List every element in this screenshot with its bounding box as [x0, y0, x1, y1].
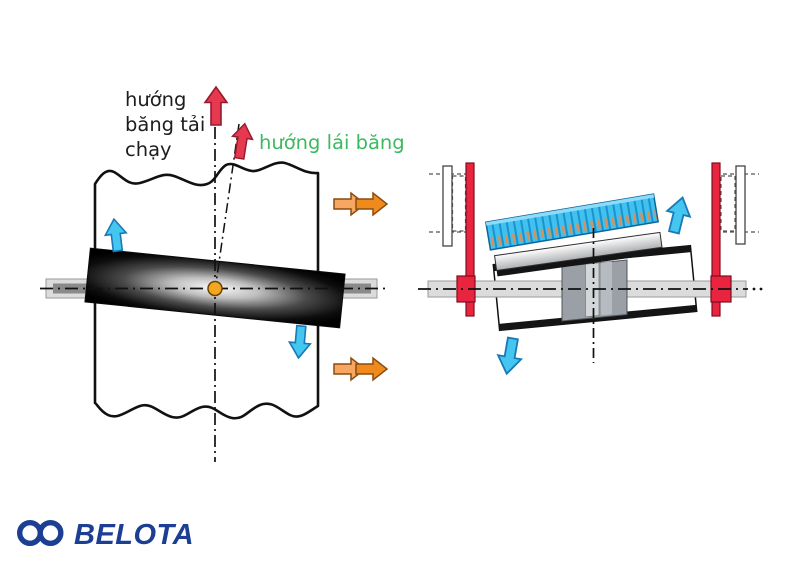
centerline-dot	[752, 287, 756, 291]
belt-run-label-line2: băng tải	[125, 113, 205, 136]
belt-run-arrow-icon	[204, 86, 228, 126]
edge-drop-arrow-icon	[494, 335, 526, 377]
belt-cross-section	[484, 193, 660, 251]
belt-run-label-line1: hướng	[125, 88, 186, 111]
steer-direction-arrow-icon	[228, 121, 256, 161]
infinity-icon	[17, 520, 64, 547]
mounting-plate	[493, 231, 663, 277]
belt-travel-arrow-bottom-icon	[333, 356, 389, 382]
belt-travel-arrow-top-icon	[333, 191, 389, 217]
steer-direction-label: hướng lái băng	[259, 131, 405, 154]
belt-plan-view: hướng băng tải chạy hướng lái băng	[40, 86, 405, 462]
frame-plate-outer-left	[442, 165, 453, 247]
roller-side-view	[418, 162, 763, 377]
frame-plate-red-left	[456, 162, 476, 317]
edge-lift-arrow-icon	[661, 193, 695, 237]
logo-text: BELOTA	[74, 519, 194, 551]
frame-plate-outer-right	[735, 165, 746, 245]
pivot-dot	[207, 280, 223, 297]
centerline-dot	[759, 287, 763, 291]
belt-run-label-line3: chạy	[125, 138, 172, 161]
bearing-block	[561, 259, 628, 322]
belota-logo: BELOTA	[17, 519, 194, 551]
